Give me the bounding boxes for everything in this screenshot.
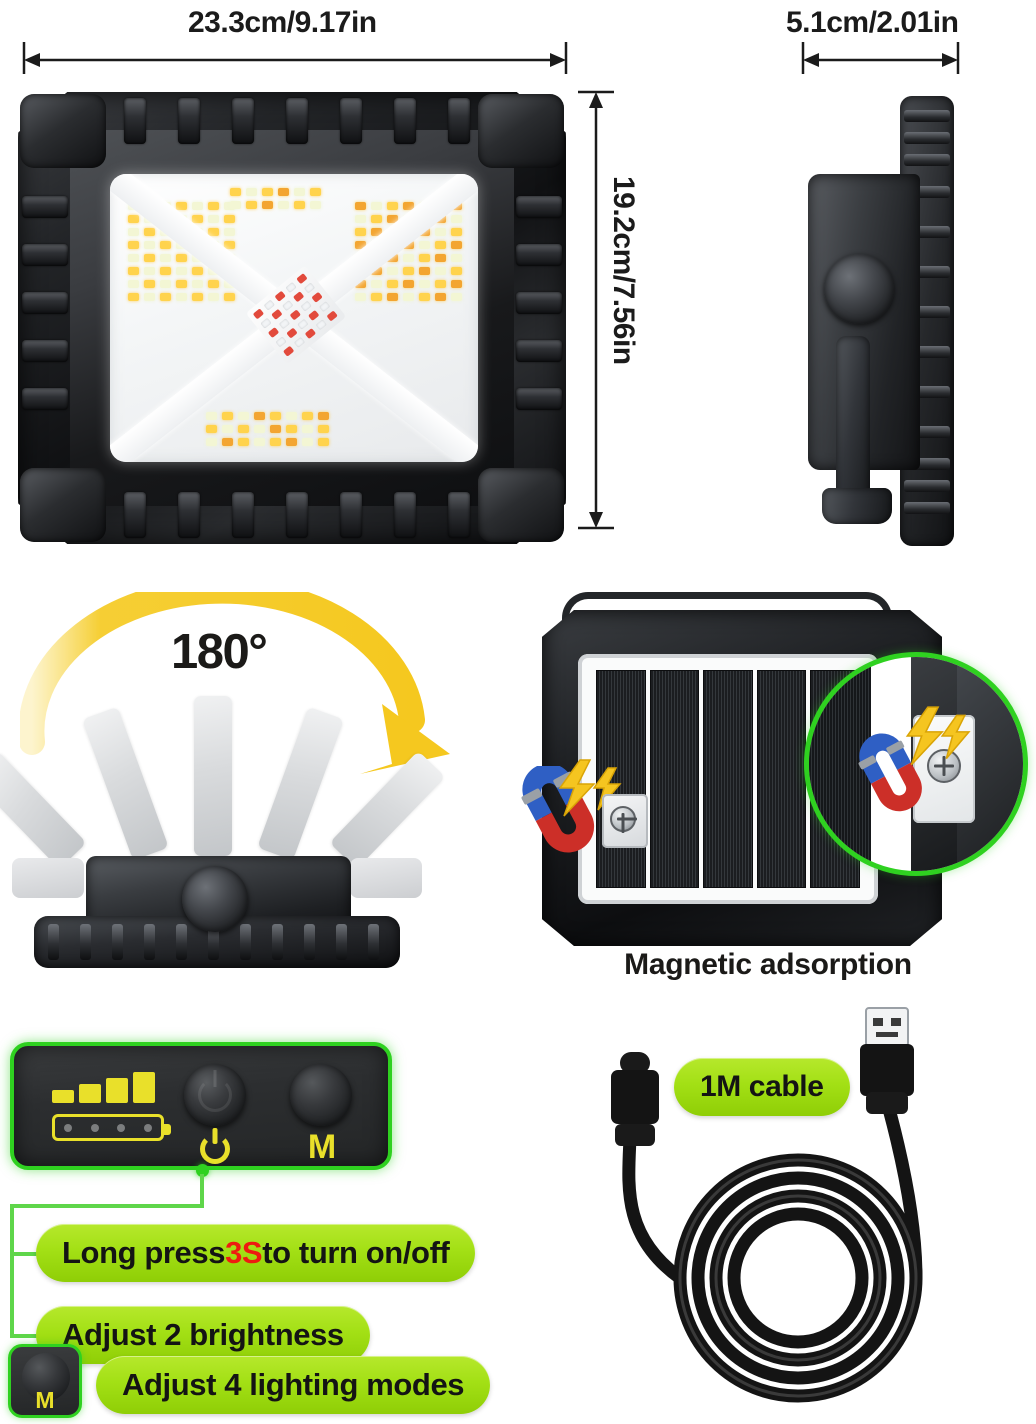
corner-bumper [20, 468, 106, 542]
cable-length-label: 1M cable [674, 1058, 850, 1116]
screw-icon [927, 749, 961, 783]
bumper-rib [286, 98, 308, 144]
usb-c-connector-icon [606, 1050, 664, 1155]
metal-plate [602, 794, 648, 848]
bumper-rib [340, 98, 362, 144]
bumper-rib [124, 98, 146, 144]
magnet-icon [506, 759, 622, 856]
floodlight-side-profile [16, 848, 416, 976]
tilt-knob[interactable] [175, 859, 255, 939]
bumper-rib [22, 244, 68, 266]
magnifier-callout [804, 652, 1028, 876]
mode-button-thumbnail: M [8, 1344, 82, 1418]
width-dimension-arrow [22, 42, 568, 74]
bumper-rib [178, 492, 200, 538]
ghost-stand-position [350, 858, 422, 898]
callout-power-instruction: Long press 3S to turn on/off [36, 1224, 476, 1282]
tilt-knob[interactable] [817, 247, 901, 331]
bumper-rib [286, 492, 308, 538]
cable-wire [622, 1077, 923, 1403]
ghost-stand-position [194, 696, 232, 856]
control-panel: M [10, 1042, 392, 1170]
bumper-rib [516, 196, 562, 218]
bumper-rib [178, 98, 200, 144]
floodlight-front-view [18, 92, 566, 544]
height-dimension-arrow [578, 90, 614, 530]
lightning-bolt-icon [905, 706, 971, 766]
callout-line [200, 1174, 204, 1208]
bumper-rib [22, 292, 68, 314]
callout-modes-instruction: Adjust 4 lighting modes [96, 1356, 491, 1414]
corner-bumper [478, 468, 564, 542]
bumper-rib [340, 492, 362, 538]
callout-line [10, 1204, 204, 1208]
width-dimension-label: 23.3cm/9.17in [188, 6, 377, 39]
bumper-rib [232, 492, 254, 538]
depth-dimension-label: 5.1cm/2.01in [786, 6, 959, 39]
led-quadrant-bottom [206, 412, 329, 446]
bumper-rib [394, 98, 416, 144]
bumper-rib [232, 98, 254, 144]
mode-button-label: M [307, 1128, 337, 1166]
side-stand-foot [822, 488, 892, 524]
bumper-rib [22, 196, 68, 218]
callout-anchor-dot [196, 1164, 209, 1177]
corner-bumper [478, 94, 564, 168]
bumper-rib [22, 340, 68, 362]
mode-thumb-label: M [35, 1387, 55, 1413]
callout-text-prefix: Long press [62, 1235, 226, 1270]
bumper-rib [448, 98, 470, 144]
led-quadrant-top [230, 188, 321, 209]
corner-bumper [20, 94, 106, 168]
callout-brightness-instruction: Adjust 2 brightness [36, 1306, 370, 1364]
bumper-rib [516, 340, 562, 362]
bumper-rib [516, 244, 562, 266]
depth-dimension-arrow [801, 42, 960, 74]
callout-line [10, 1204, 14, 1338]
mode-button-dome [22, 1353, 70, 1401]
power-symbol-icon [200, 1134, 230, 1164]
bumper-rib [394, 492, 416, 538]
battery-level-bars-icon [52, 1072, 155, 1103]
magnet-icon [845, 733, 941, 817]
led-lens-panel [110, 174, 478, 462]
rotation-illustration: 180° [0, 586, 476, 986]
callout-text-suffix: to turn on/off [262, 1235, 450, 1270]
screw-icon [610, 806, 636, 832]
floodlight-side-view [800, 86, 982, 556]
usb-a-connector-icon [852, 1006, 922, 1121]
magnetic-caption: Magnetic adsorption [624, 948, 912, 981]
bumper-rib [448, 492, 470, 538]
cable-illustration: 1M cable [560, 1006, 1036, 1424]
power-button[interactable] [184, 1064, 246, 1126]
rotation-arrow-icon [20, 592, 450, 774]
callout-line [10, 1334, 48, 1338]
rotation-angle-label: 180° [171, 625, 268, 679]
bumper-rib [22, 388, 68, 410]
callout-text-highlight: 3S [225, 1235, 263, 1270]
callout-line [10, 1252, 48, 1256]
bumper-rib [516, 388, 562, 410]
battery-icon [52, 1114, 171, 1141]
bumper-rib [124, 492, 146, 538]
bumper-rib [516, 292, 562, 314]
magnetic-illustration: Magnetic adsorption [506, 586, 1030, 986]
mode-button[interactable] [290, 1064, 352, 1126]
ghost-stand-position [12, 858, 84, 898]
